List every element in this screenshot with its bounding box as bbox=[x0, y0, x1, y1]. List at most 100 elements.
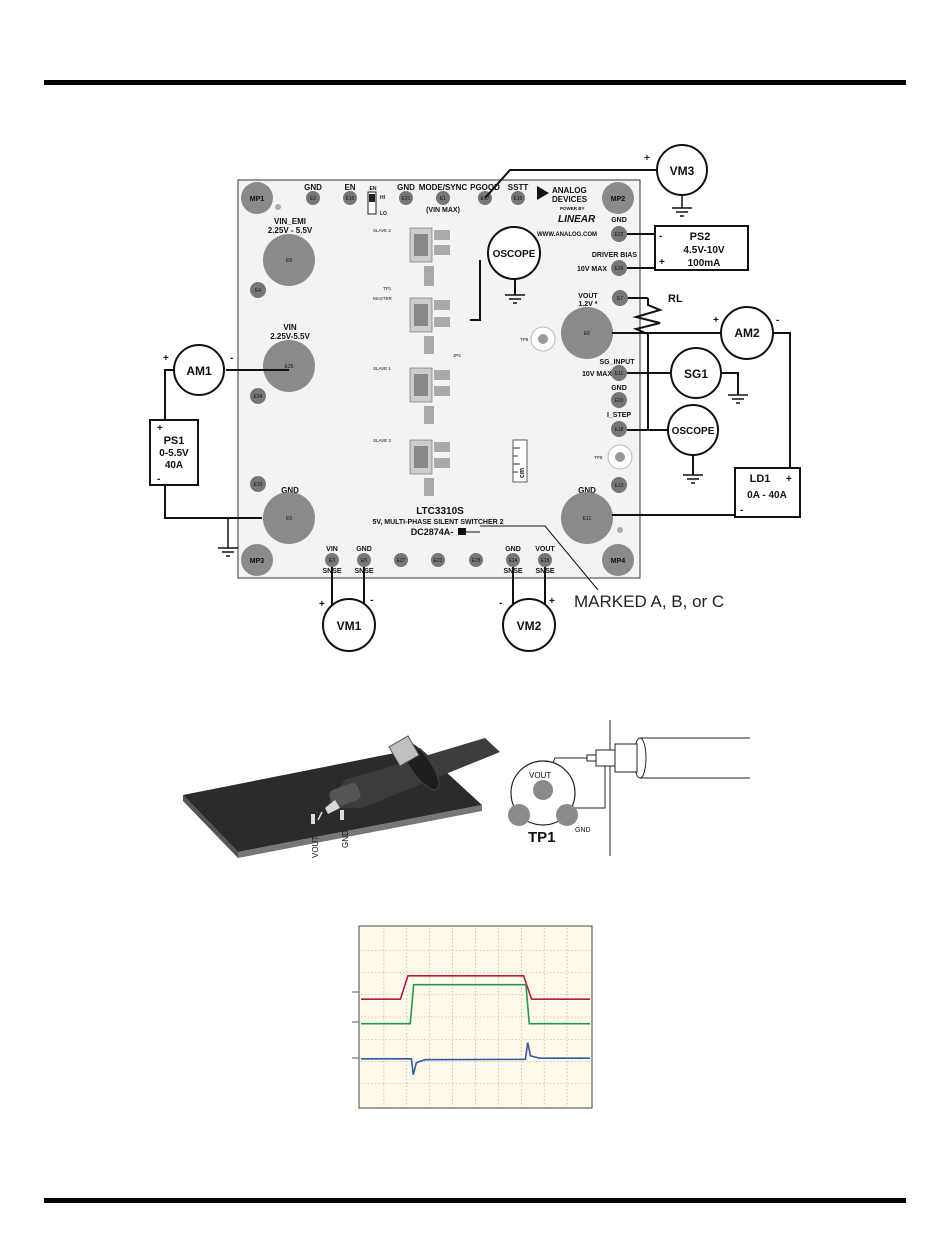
part-subtitle: 5V, MULTI-PHASE SILENT SWITCHER 2 bbox=[372, 519, 503, 526]
vout-pad bbox=[561, 307, 613, 359]
tp1-detail: VOUT GND TP1 bbox=[508, 720, 750, 856]
scope-traces bbox=[361, 974, 590, 1076]
sg1-label: SG1 bbox=[684, 367, 708, 381]
vm3-plus: + bbox=[644, 153, 650, 164]
ld1-label: LD1 bbox=[750, 473, 771, 485]
tp-gnd-label: GND bbox=[575, 827, 591, 834]
am2-label: AM2 bbox=[734, 326, 760, 340]
e17-label: E17 bbox=[481, 196, 490, 202]
vin-emi-label: VIN_EMI bbox=[274, 217, 306, 226]
slave2-label: SLAVE 2 bbox=[373, 228, 391, 233]
top-sstt-label: SSTT bbox=[508, 183, 529, 192]
mp4-label: MP4 bbox=[611, 558, 626, 565]
e9-label: E9 bbox=[286, 516, 292, 522]
jumper-hi-label: HI bbox=[380, 195, 386, 201]
logo-line1: ANALOG bbox=[552, 186, 587, 195]
i-step-label: I_STEP bbox=[607, 412, 631, 419]
e1-label: E1 bbox=[440, 196, 446, 202]
probe-vout-label: VOUT bbox=[311, 836, 320, 858]
bottom-vout-label: VOUT bbox=[535, 546, 555, 553]
ps1-range: 0-5.5V bbox=[159, 448, 189, 459]
bottom-rule bbox=[44, 1198, 906, 1203]
logo-linear: LINEAR bbox=[558, 214, 596, 225]
tp8-label: TP8 bbox=[594, 455, 603, 460]
mounting-hole-mp3: MP3 bbox=[241, 544, 273, 576]
vin-label: VIN bbox=[283, 323, 297, 332]
e11b-label: E11 bbox=[583, 516, 592, 522]
e3-label: E3 bbox=[329, 558, 335, 564]
vm1-meter: VM1 + - bbox=[319, 595, 376, 652]
am1-plus: + bbox=[163, 353, 169, 364]
probe-gnd-label: GND bbox=[341, 830, 350, 848]
e10-label: E10 bbox=[254, 482, 263, 488]
e27-label: E27 bbox=[397, 558, 406, 564]
am1-meter: AM1 + - bbox=[163, 344, 233, 396]
am2-plus: + bbox=[713, 315, 719, 326]
oscope-top: OSCOPE bbox=[487, 226, 541, 280]
driver-max-label: 10V MAX bbox=[577, 266, 607, 273]
vin-emi-range: 2.25V - 5.5V bbox=[268, 226, 313, 235]
vin-emi-pad bbox=[263, 234, 315, 286]
driver-bias-label: DRIVER BIAS bbox=[592, 252, 637, 259]
vm3-meter: VM3 + bbox=[644, 144, 708, 196]
am1-label: AM1 bbox=[186, 364, 212, 378]
vm2-meter: VM2 - + bbox=[499, 596, 556, 652]
tp1-small-label: TP1 bbox=[383, 286, 392, 291]
e2-label: E2 bbox=[310, 196, 316, 202]
top-gnd1-label: GND bbox=[304, 183, 322, 192]
e7-label: E7 bbox=[617, 296, 623, 302]
ps1-minus: - bbox=[157, 474, 160, 485]
e13-label: E13 bbox=[615, 483, 624, 489]
vin-pad bbox=[263, 340, 315, 392]
gnd-left-label: GND bbox=[281, 486, 299, 495]
rl-label: RL bbox=[668, 293, 683, 305]
sg-input-label: SG_INPUT bbox=[599, 359, 635, 366]
scope-grid bbox=[361, 928, 590, 1106]
vm3-label: VM3 bbox=[670, 164, 695, 178]
mp2-label: MP2 bbox=[611, 196, 626, 203]
e6-label: E6 bbox=[584, 331, 590, 337]
top-pgood-label: PGOOD bbox=[470, 183, 500, 192]
jumper-en-label: EN bbox=[370, 186, 377, 192]
scope-trace-1 bbox=[361, 974, 590, 1001]
vm2-minus: - bbox=[499, 598, 502, 609]
part-name: LTC3310S bbox=[416, 506, 464, 517]
logo-url: WWW.ANALOG.COM bbox=[537, 232, 597, 238]
scope-plot bbox=[352, 925, 593, 1109]
mounting-hole-mp1: MP1 bbox=[241, 182, 273, 214]
vm1-label: VM1 bbox=[337, 619, 362, 633]
vin-range: 2.25V-5.5V bbox=[270, 332, 310, 341]
bottom-gnd2-label: GND bbox=[505, 546, 521, 553]
e26-label: E26 bbox=[615, 266, 624, 272]
assembly-number: DC2874A- bbox=[411, 527, 454, 537]
right-gnd-top-label: GND bbox=[611, 217, 627, 224]
ld1-minus: - bbox=[740, 505, 743, 516]
ld1-load: LD1 + 0A - 40A - bbox=[734, 467, 801, 518]
right-gnd-mid-label: GND bbox=[611, 385, 627, 392]
jumper-lo-label: LO bbox=[380, 211, 387, 217]
en-jumper[interactable]: EN HI LO bbox=[367, 186, 387, 217]
vm2-plus: + bbox=[549, 596, 555, 607]
e4-label: E4 bbox=[255, 288, 261, 294]
sg-max-label: 10V MAX bbox=[582, 371, 612, 378]
gnd-left-pad bbox=[263, 492, 315, 544]
top-gnd2-label: GND bbox=[397, 183, 415, 192]
ps1-label: PS1 bbox=[164, 435, 185, 447]
ps2-range: 4.5V-10V bbox=[683, 245, 724, 256]
ps1-supply: + PS1 0-5.5V 40A - bbox=[149, 419, 199, 486]
e5-label: E5 bbox=[361, 558, 367, 564]
e28-label: E28 bbox=[472, 558, 481, 564]
slave1-label: SLAVE 1 bbox=[373, 366, 391, 371]
top-mode-sub-label: (VIN MAX) bbox=[426, 207, 460, 214]
eval-board: MP1 MP2 MP3 MP4 GND EN GND MODE/SYNC (VI… bbox=[237, 179, 641, 579]
scope-trace-3 bbox=[361, 1042, 590, 1076]
mp3-label: MP3 bbox=[250, 558, 265, 565]
ps2-label: PS2 bbox=[690, 231, 711, 243]
vout-value-label: 1.2V * bbox=[578, 301, 597, 308]
marked-note: MARKED A, B, or C bbox=[574, 592, 724, 611]
vm2-label: VM2 bbox=[517, 619, 542, 633]
e23-label: E23 bbox=[434, 558, 443, 564]
e15-label: E15 bbox=[541, 558, 550, 564]
ruler-cm-label: cm bbox=[519, 468, 526, 478]
